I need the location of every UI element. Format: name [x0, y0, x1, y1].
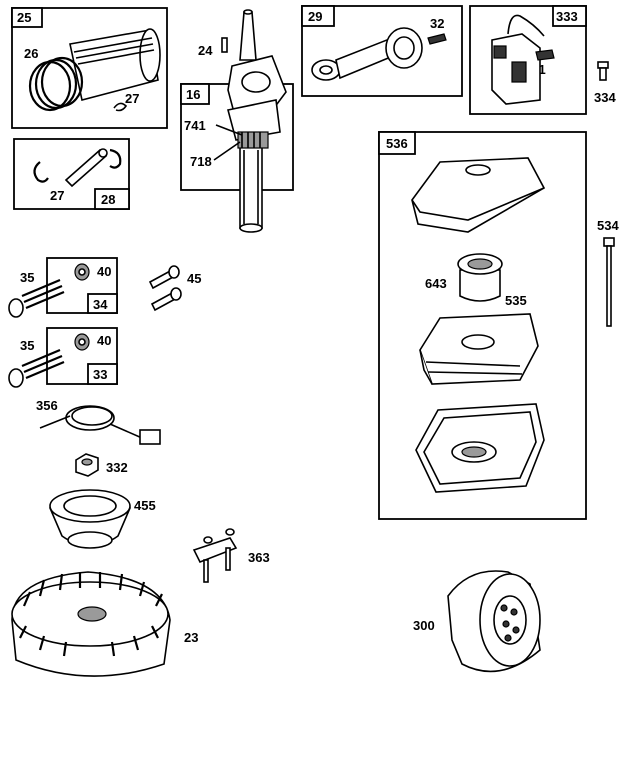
callout-45: 45 [187, 271, 201, 286]
piston-clip-icon [113, 102, 128, 112]
callout-535: 535 [505, 293, 527, 308]
piston-rings-icon [28, 56, 84, 112]
crankshaft-icon [227, 9, 287, 233]
starter-cup-icon [49, 489, 131, 549]
callout-34: 34 [93, 297, 108, 312]
rod-bolt-icon [427, 33, 447, 45]
armature-group: 333 851 334 [469, 5, 616, 115]
clip-right-icon [109, 148, 122, 169]
piston-icon [69, 28, 161, 101]
callout-536: 536 [386, 136, 408, 151]
callout-363: 363 [248, 550, 270, 565]
valve-spring-icon-2 [8, 348, 65, 388]
air-cleaner-cover-icon [411, 157, 546, 233]
muffler-icon [447, 570, 541, 673]
callout-300: 300 [413, 618, 435, 633]
armature-box [469, 5, 587, 115]
wrist-pin-box [13, 138, 130, 210]
callout-23: 23 [184, 630, 198, 645]
callout-24: 24 [198, 43, 213, 58]
callout-40-intake: 40 [97, 264, 111, 279]
callout-334: 334 [594, 90, 616, 105]
wrist-pin-tag [94, 188, 130, 210]
filter-cartridge-icon [419, 313, 539, 385]
armature-wire-end-icon [535, 49, 555, 61]
valve-tag-34 [87, 293, 118, 314]
valve-retainer-icon [74, 263, 90, 281]
connecting-rod-group: 29 32 [301, 5, 463, 97]
ground-wire-icon [39, 405, 161, 445]
callout-333: 333 [556, 9, 578, 24]
wrist-pin-group: 28 27 [13, 138, 130, 210]
callout-33: 33 [93, 367, 107, 382]
crank-gear-icon [237, 131, 269, 149]
callout-26: 26 [24, 46, 38, 61]
air-filter-tag [378, 131, 416, 155]
callout-718: 718 [190, 154, 212, 169]
crankshaft-group: 24 16 741 718 [180, 9, 294, 233]
pre-cleaner-icon [457, 253, 503, 302]
key-icon [221, 37, 228, 53]
ground-wire-group: 356 [36, 398, 161, 445]
crankshaft-tag [180, 83, 210, 105]
callout-29: 29 [308, 9, 322, 24]
callout-356: 356 [36, 398, 58, 413]
starter-cup-group: 455 [49, 489, 156, 549]
callout-741: 741 [184, 118, 206, 133]
callout-332: 332 [106, 460, 128, 475]
callout-534: 534 [597, 218, 619, 233]
tappet-icon [148, 265, 182, 312]
piston-box [11, 7, 168, 129]
callout-25: 25 [17, 10, 31, 25]
callout-35-exhaust: 35 [20, 338, 34, 353]
armature-screw-icon [597, 61, 609, 81]
connecting-rod-tag [301, 5, 335, 27]
long-bolt-icon [603, 237, 615, 327]
callout-35-intake: 35 [20, 270, 34, 285]
bracket-group: 363 [192, 528, 270, 583]
air-cleaner-base-icon [415, 403, 545, 493]
callout-455: 455 [134, 498, 156, 513]
flywheel-nut-icon [75, 453, 99, 477]
clip-left-icon [33, 161, 49, 183]
muffler-group: 300 [413, 570, 541, 673]
intake-valve-group: 34 35 40 [8, 257, 118, 318]
connecting-rod-icon [311, 27, 423, 81]
exhaust-valve-group: 33 35 40 [8, 327, 118, 388]
flywheel-icon [11, 571, 171, 677]
connecting-rod-box [301, 5, 463, 97]
callout-16: 16 [186, 87, 200, 102]
piston-tag [11, 7, 43, 28]
callout-27-clip: 27 [125, 91, 139, 106]
callout-643: 643 [425, 276, 447, 291]
flywheel-group: 23 [11, 571, 198, 677]
air-filter-group: 536 643 535 [378, 131, 587, 520]
valve-retainer-icon-2 [74, 333, 90, 351]
callout-40-exhaust: 40 [97, 333, 111, 348]
callout-28: 28 [101, 192, 115, 207]
tappets-group: 45 [148, 265, 201, 312]
air-filter-box [378, 131, 587, 520]
armature-tag [552, 5, 587, 27]
piston-assembly-group: 25 26 27 [11, 7, 168, 129]
valve-tag-33 [87, 363, 118, 385]
callout-27-pin: 27 [50, 188, 64, 203]
callout-32: 32 [430, 16, 444, 31]
crank-leaders [213, 124, 243, 161]
flywheel-nut-group: 332 [75, 453, 128, 477]
valve-spring-icon [8, 278, 65, 318]
bracket-icon [192, 528, 238, 583]
armature-icon [491, 14, 545, 105]
wrist-pin-icon [64, 148, 108, 188]
long-bolt-group: 534 [597, 218, 619, 327]
